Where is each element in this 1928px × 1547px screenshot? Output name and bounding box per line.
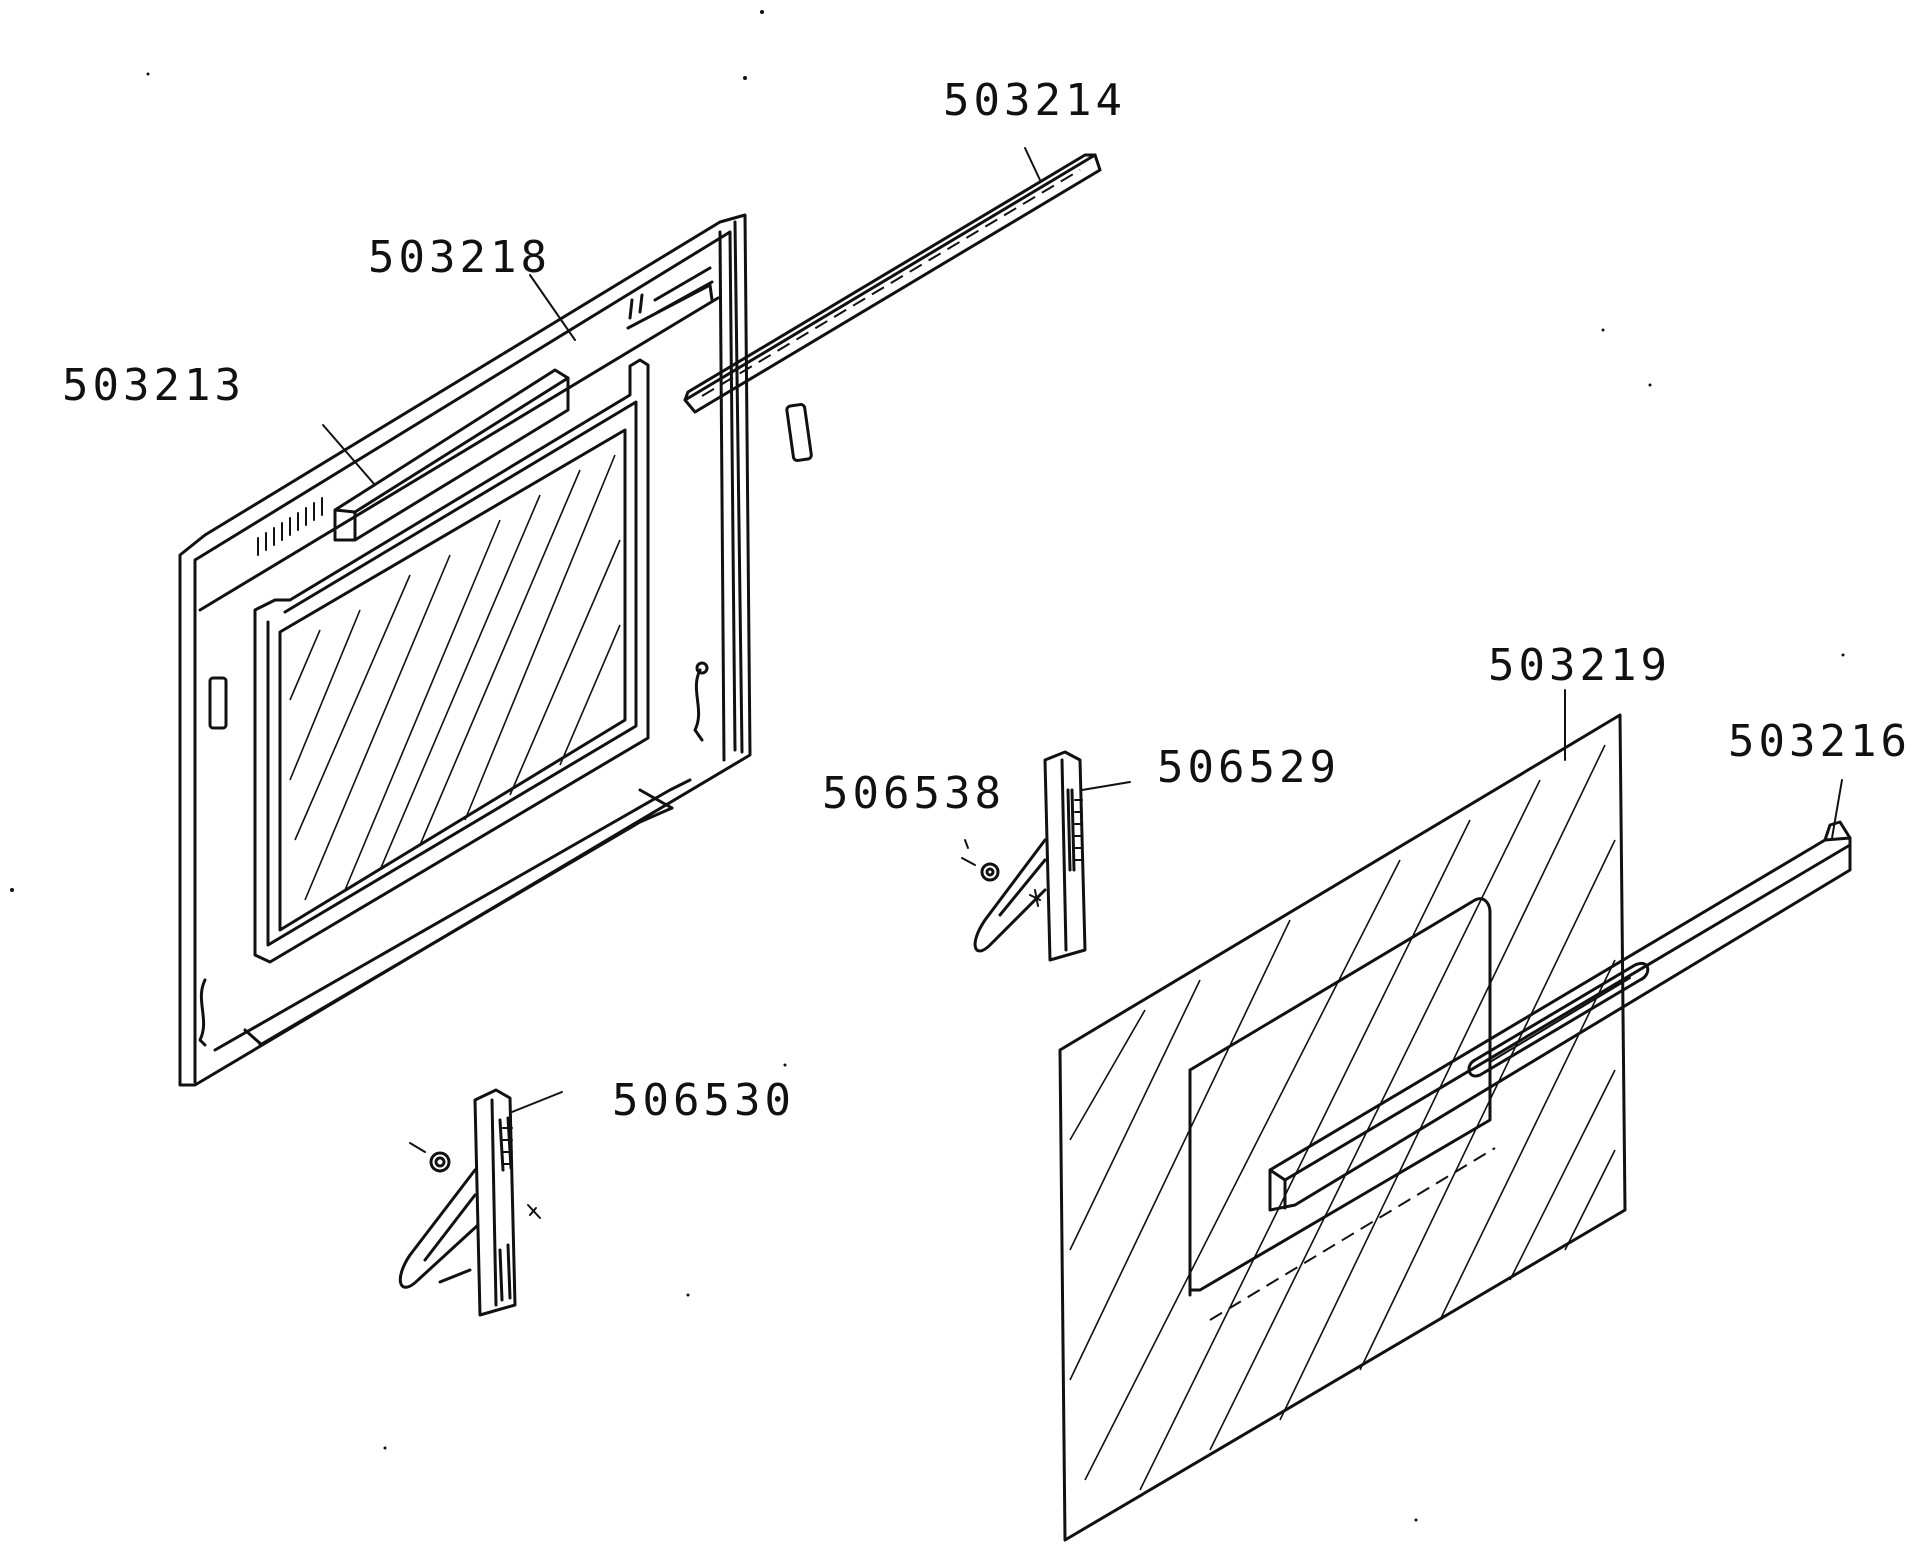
hinge-506529 <box>961 750 1087 962</box>
leader-lines <box>322 147 1843 1113</box>
label-503216: 503216 <box>1728 716 1911 767</box>
handle-bar-503216 <box>1268 820 1852 1212</box>
label-503219: 503219 <box>1488 640 1671 691</box>
leader-503214 <box>1024 147 1041 181</box>
leader-503213 <box>322 424 376 486</box>
glass-panel-503219 <box>1058 713 1627 1542</box>
hinge-506530 <box>398 1088 541 1317</box>
door-panel-503218 <box>178 213 752 1087</box>
label-506530: 506530 <box>612 1075 795 1126</box>
label-506538: 506538 <box>822 768 1005 819</box>
label-506529: 506529 <box>1157 742 1340 793</box>
scan-specks <box>10 10 1845 1522</box>
label-503213: 503213 <box>62 360 245 411</box>
leader-506530 <box>511 1091 563 1113</box>
label-503214: 503214 <box>943 75 1126 126</box>
rail-503214 <box>683 153 1102 462</box>
handle-block-503213 <box>333 368 570 542</box>
leader-503216 <box>1831 779 1843 839</box>
leader-506529 <box>1081 781 1131 791</box>
leader-503218 <box>529 274 576 341</box>
label-503218: 503218 <box>368 232 551 283</box>
